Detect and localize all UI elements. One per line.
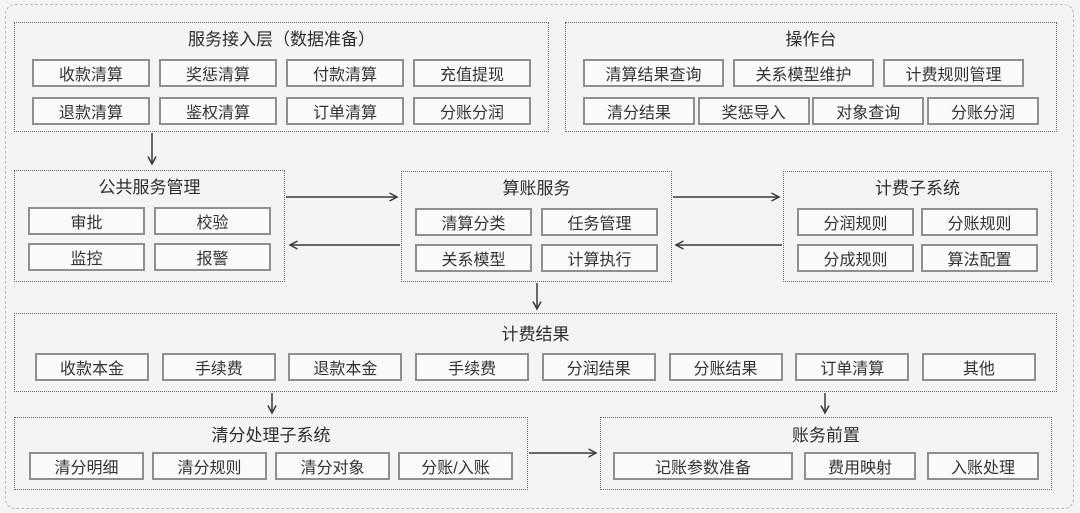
node-clear-rule: 清分规则 [152, 452, 267, 480]
node-refund-clearing: 退款清算 [32, 97, 150, 125]
item-row: 收款清算 奖惩清算 付款清算 充值提现 [15, 59, 548, 87]
node-clearing-classify: 清算分类 [415, 208, 532, 236]
section-title: 账务前置 [792, 426, 860, 445]
section-clearing-subsystem: 清分处理子系统 清分明细 清分规则 清分对象 分账/入账 [14, 417, 528, 490]
node-fee-mapping: 费用映射 [804, 452, 916, 480]
item-row: 清分明细 清分规则 清分对象 分账/入账 [15, 452, 527, 480]
item-row: 收款本金 手续费 退款本金 手续费 分润结果 分账结果 订单清算 其他 [15, 353, 1056, 381]
node-recharge-withdraw: 充值提现 [413, 59, 531, 87]
node-monitoring: 监控 [28, 243, 145, 271]
item-row: 分成规则 算法配置 [784, 244, 1051, 272]
node-collection-principal: 收款本金 [35, 353, 149, 381]
node-relation-model-maintain: 关系模型维护 [733, 59, 874, 87]
item-row: 分润规则 分账规则 [784, 208, 1051, 236]
item-row: 关系模型 计算执行 [402, 244, 671, 272]
node-split-result: 分账结果 [668, 353, 783, 381]
node-auth-clearing: 鉴权清算 [159, 97, 277, 125]
node-refund-principal: 退款本金 [288, 353, 403, 381]
node-payment-clearing: 付款清算 [286, 59, 404, 87]
node-approval: 审批 [28, 207, 145, 235]
node-fee-1: 手续费 [161, 353, 276, 381]
item-row: 监控 报警 [15, 243, 284, 271]
section-title: 清分处理子系统 [211, 426, 331, 445]
node-object-query: 对象查询 [812, 97, 925, 125]
section-title: 操作台 [785, 30, 837, 49]
item-row: 清算分类 任务管理 [402, 208, 671, 236]
node-clear-sort-result: 清分结果 [583, 97, 695, 125]
section-public-service-management: 公共服务管理 审批 校验 监控 报警 [14, 170, 285, 282]
section-accounting-service: 算账服务 清算分类 任务管理 关系模型 计算执行 [401, 171, 672, 282]
node-share-rule: 分成规则 [797, 244, 914, 272]
node-split-entry: 分账/入账 [398, 452, 513, 480]
section-operation-console: 操作台 清算结果查询 关系模型维护 计费规则管理 清分结果 奖惩导入 对象查询 … [565, 22, 1057, 132]
section-billing-result: 计费结果 收款本金 手续费 退款本金 手续费 分润结果 分账结果 订单清算 其他 [14, 313, 1057, 392]
section-title: 服务接入层（数据准备） [188, 30, 375, 49]
node-order-clearing: 订单清算 [286, 97, 404, 125]
node-compute-execute: 计算执行 [541, 244, 658, 272]
node-verification: 校验 [154, 207, 271, 235]
node-profit-result: 分润结果 [541, 353, 656, 381]
section-billing-subsystem: 计费子系统 分润规则 分账规则 分成规则 算法配置 [783, 171, 1052, 282]
item-row: 清算结果查询 关系模型维护 计费规则管理 [566, 59, 1056, 87]
node-alarm: 报警 [154, 243, 271, 271]
section-accounting-front: 账务前置 记账参数准备 费用映射 入账处理 [600, 417, 1052, 490]
node-collection-clearing: 收款清算 [32, 59, 150, 87]
section-title: 计费结果 [501, 325, 570, 344]
node-order-clearing-result: 订单清算 [795, 353, 910, 381]
section-title: 算账服务 [502, 179, 571, 198]
node-profit-rule: 分润规则 [797, 208, 914, 236]
node-reward-penalty-clearing: 奖惩清算 [159, 59, 277, 87]
node-fee-2: 手续费 [415, 353, 530, 381]
node-reward-penalty-import: 奖惩导入 [697, 97, 810, 125]
node-clear-object: 清分对象 [275, 452, 390, 480]
node-entry-param-prepare: 记账参数准备 [613, 452, 793, 480]
item-row: 记账参数准备 费用映射 入账处理 [601, 452, 1051, 480]
node-entry-processing: 入账处理 [927, 452, 1039, 480]
section-service-access-layer: 服务接入层（数据准备） 收款清算 奖惩清算 付款清算 充值提现 退款清算 鉴权清… [14, 22, 549, 132]
node-clear-detail: 清分明细 [29, 452, 144, 480]
node-other: 其他 [921, 353, 1036, 381]
outer-frame [5, 4, 1074, 509]
section-title: 公共服务管理 [98, 178, 201, 197]
node-algorithm-config: 算法配置 [921, 244, 1038, 272]
node-billing-rule-manage: 计费规则管理 [883, 59, 1024, 87]
node-task-manage: 任务管理 [541, 208, 658, 236]
node-split-profit-sharing: 分账分润 [413, 97, 531, 125]
node-clearing-result-query: 清算结果查询 [583, 59, 724, 87]
item-row: 清分结果 奖惩导入 对象查询 分账分润 [566, 97, 1056, 125]
item-row: 退款清算 鉴权清算 订单清算 分账分润 [15, 97, 548, 125]
node-split-rule: 分账规则 [921, 208, 1038, 236]
node-relation-model: 关系模型 [415, 244, 532, 272]
section-title: 计费子系统 [875, 179, 960, 198]
item-row: 审批 校验 [15, 207, 284, 235]
node-split-profit-sharing-2: 分账分润 [926, 97, 1039, 125]
